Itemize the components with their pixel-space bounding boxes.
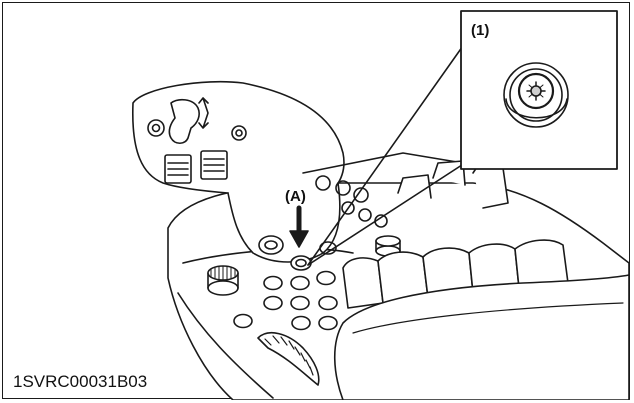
figure-frame: (1) (A) 1SVRC00031B03	[2, 2, 630, 400]
callout-inset	[460, 10, 618, 170]
thumb-wheel	[257, 332, 320, 386]
callout-leaders	[307, 42, 466, 266]
pointer-label: (A)	[285, 188, 306, 205]
console-illustration	[132, 10, 630, 400]
rotary-knobs	[207, 235, 401, 296]
figure-code: 1SVRC00031B03	[11, 372, 150, 392]
armrest	[333, 274, 630, 400]
joystick-lever	[132, 80, 345, 263]
callout-label: (1)	[471, 22, 490, 39]
upper-buttons	[302, 152, 464, 228]
lever-bank	[342, 160, 569, 309]
pointer-arrow	[289, 205, 309, 248]
